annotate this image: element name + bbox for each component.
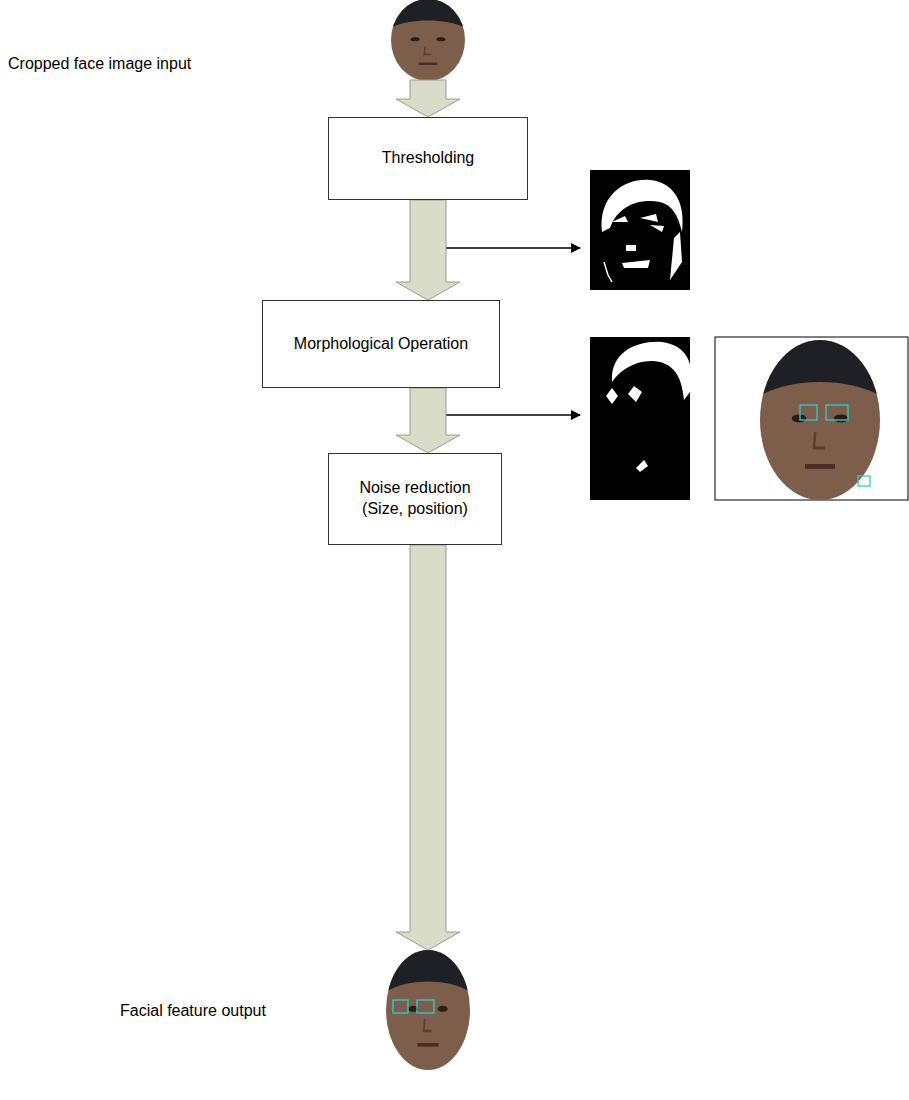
flow-arrow	[396, 545, 460, 950]
leader-arrow	[446, 414, 580, 416]
flow-arrow	[396, 388, 460, 453]
output-image: Facial feature output	[386, 950, 470, 1070]
image-caption: Cropped face image input	[8, 55, 191, 73]
detection-image	[715, 332, 908, 500]
image-caption: Facial feature output	[120, 1002, 266, 1020]
box-label: Thresholding	[382, 148, 475, 169]
feature-box	[417, 1000, 434, 1013]
input-image: Cropped face image input	[388, 0, 468, 80]
box-label: Morphological Operation	[294, 334, 468, 355]
face-image	[382, 944, 474, 1070]
process-box: Morphological Operation	[262, 300, 500, 388]
process-box: Noise reduction (Size, position)	[328, 453, 502, 545]
process-box: Thresholding	[328, 117, 528, 200]
box-label: Noise reduction (Size, position)	[350, 478, 480, 520]
threshold-image	[590, 170, 690, 290]
leader-arrow	[446, 247, 580, 249]
feature-box	[393, 1000, 408, 1013]
morphology-image	[590, 337, 692, 500]
flow-arrow	[396, 200, 460, 300]
flow-arrow	[396, 80, 460, 117]
face-image	[387, 0, 468, 81]
